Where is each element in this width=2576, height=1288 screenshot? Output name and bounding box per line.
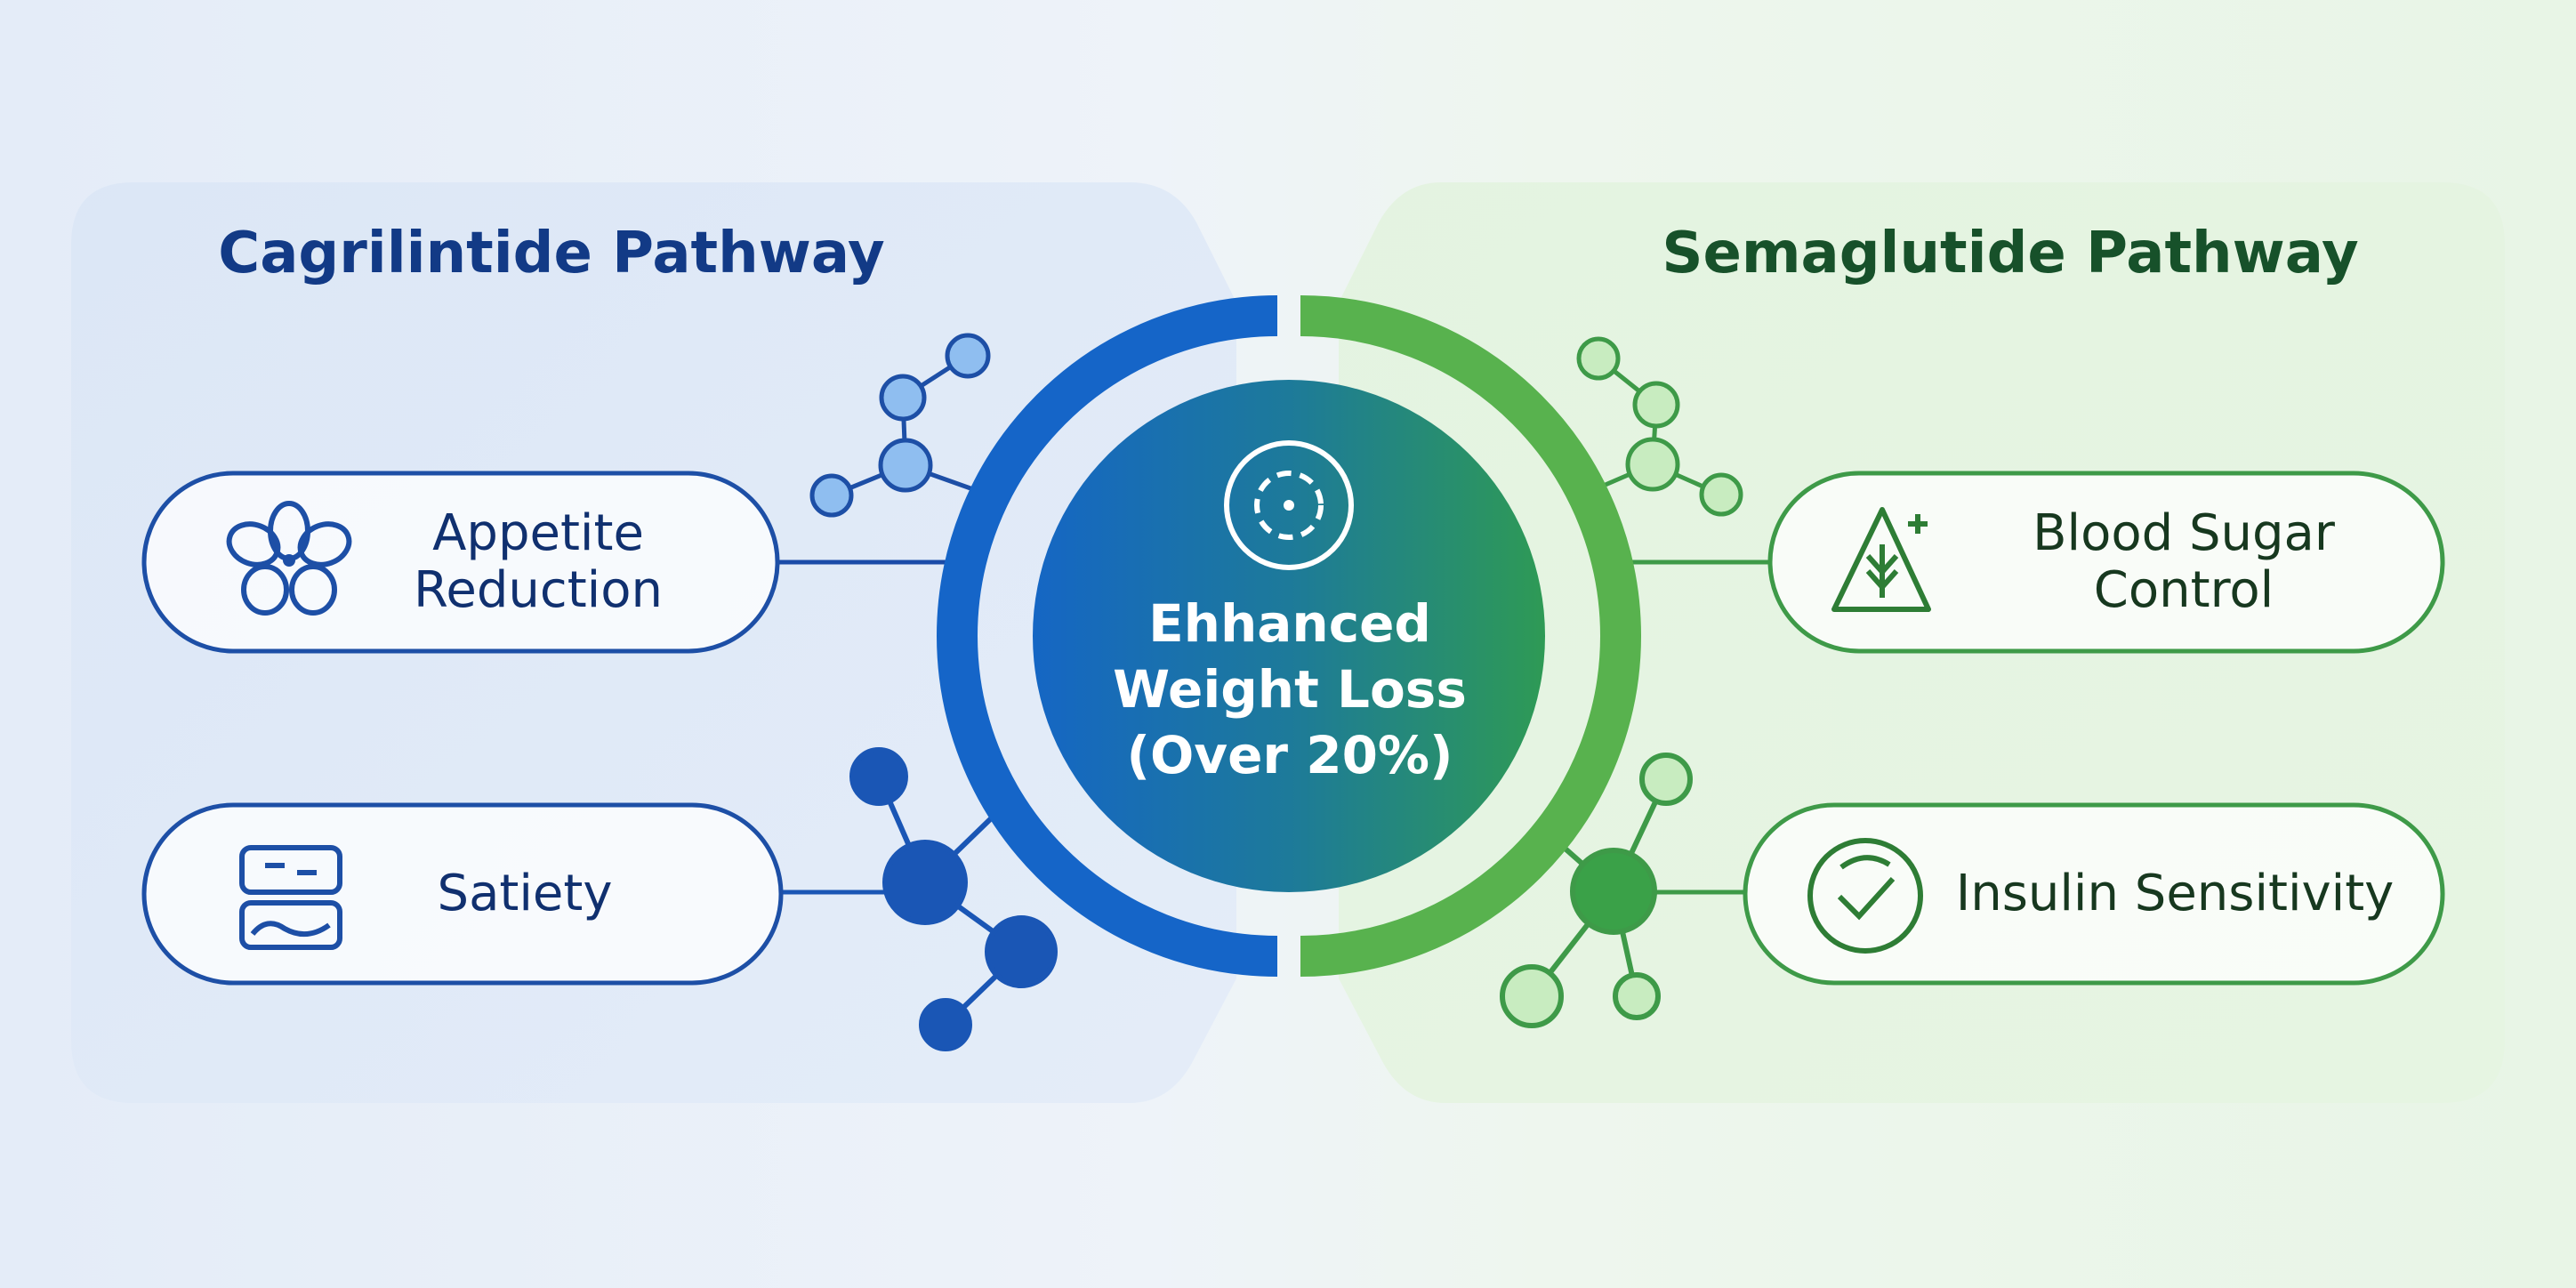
- center-line2: Weight Loss: [1113, 659, 1467, 720]
- appetite-reduction-line2: Reduction: [414, 561, 663, 619]
- cagrilintide-pathway-title: Cagrilintide Pathway: [218, 221, 885, 286]
- center-line1: Ehhanced: [1148, 593, 1431, 654]
- blood-sugar-control-label: Blood Sugar Control: [1984, 498, 2384, 626]
- stomach-icon: [239, 845, 342, 950]
- molecule-right-top: [1574, 336, 1743, 517]
- appetite-reduction-label: Appetite Reduction: [374, 498, 703, 626]
- blood-sugar-line1: Blood Sugar: [2033, 504, 2335, 562]
- blood-sugar-control-pill: [1767, 471, 2445, 654]
- center-ring-blue: [937, 295, 1278, 977]
- molecule-left-bottom: [849, 747, 1058, 1051]
- insulin-sensitivity-pill: [1743, 802, 2445, 986]
- center-ring-green: [1300, 295, 1641, 977]
- flower-icon: [226, 501, 352, 616]
- insulin-check-icon: [1807, 838, 1923, 954]
- glucose-triangle-icon: [1831, 507, 1931, 612]
- center-line3: (Over 20%): [1126, 725, 1453, 785]
- cell-icon: [1224, 440, 1354, 570]
- center-disc: [1033, 380, 1545, 892]
- insulin-sensitivity-label: Insulin Sensitivity: [1944, 858, 2406, 930]
- insulin-sensitivity-text: Insulin Sensitivity: [1955, 865, 2395, 922]
- semaglutide-pathway-title: Semaglutide Pathway: [1662, 221, 2359, 286]
- center-outcome-label: Ehhanced Weight Loss (Over 20%): [1059, 583, 1521, 796]
- appetite-reduction-line1: Appetite: [432, 504, 644, 562]
- blood-sugar-line2: Control: [2093, 561, 2274, 619]
- satiety-text: Satiety: [437, 865, 613, 922]
- satiety-label: Satiety: [382, 858, 667, 930]
- molecule-right-bottom: [1500, 753, 1693, 1028]
